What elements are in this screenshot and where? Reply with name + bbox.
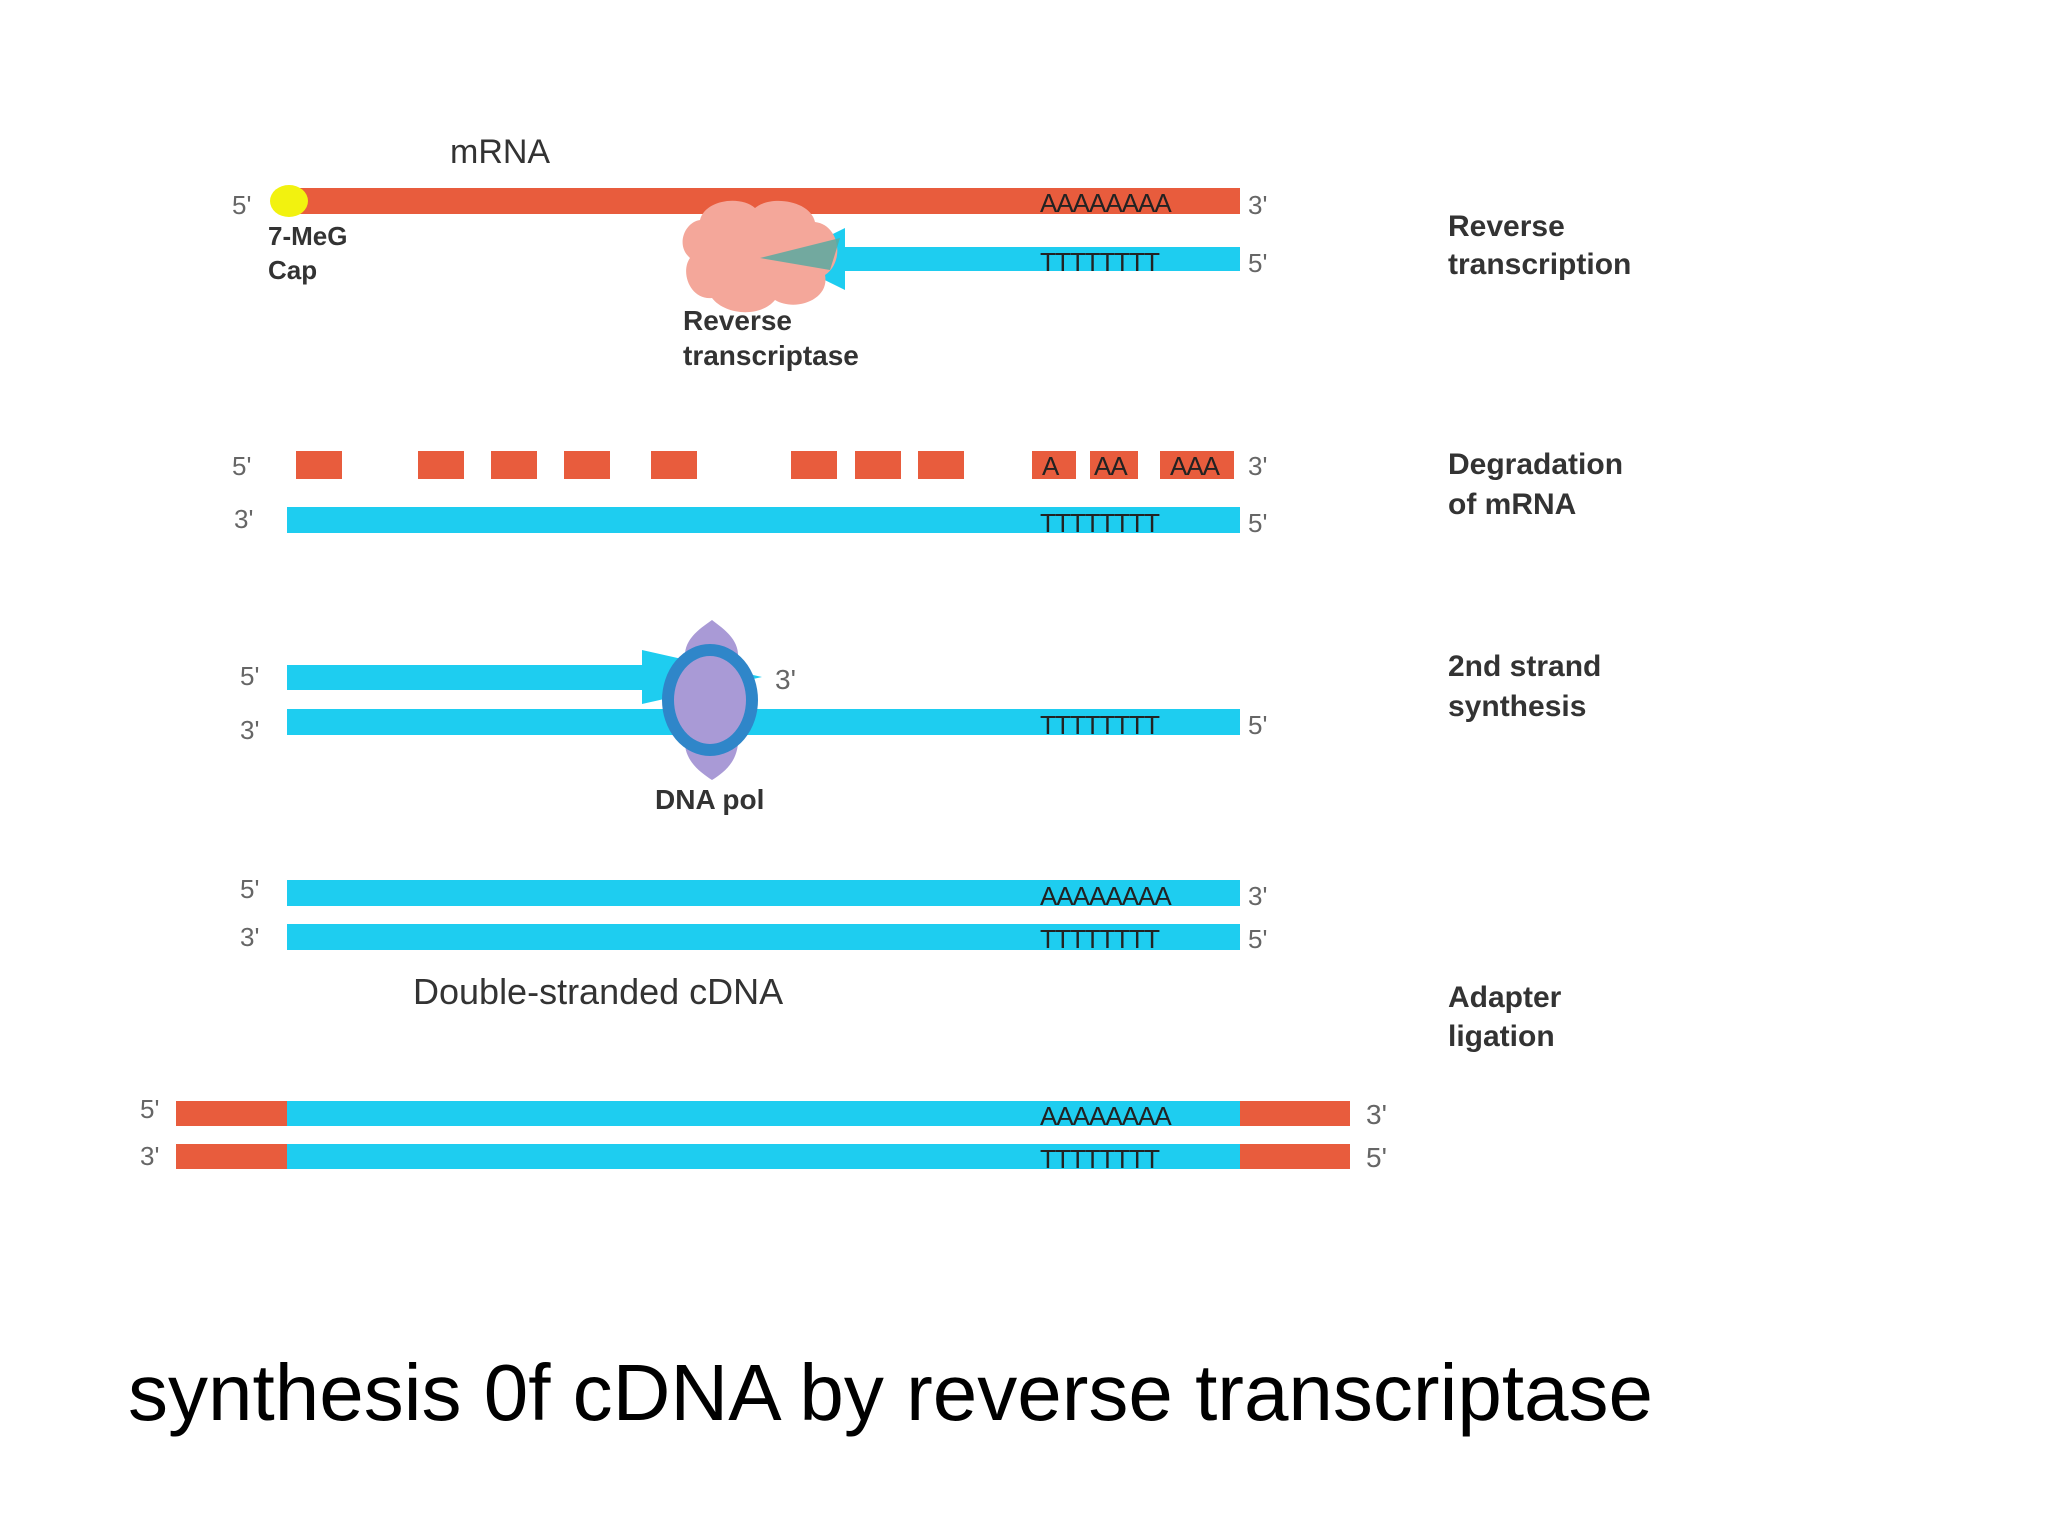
- step4-label-line1: Adapter: [1448, 981, 1562, 1014]
- step1-label-line2: transcription: [1448, 248, 1631, 281]
- step3-label-line1: 2nd strand: [1448, 650, 1601, 683]
- mrna-fragment: [791, 451, 837, 479]
- rt-label-line2: transcriptase: [683, 340, 859, 371]
- ds-top-3-prime: 3': [1248, 881, 1267, 911]
- template-strand-3: [287, 709, 1240, 735]
- adapter-bottom-polyt: TTTTTTTT: [1040, 1144, 1160, 1174]
- adapter-left-top: [176, 1101, 288, 1126]
- mrna-fragments: [296, 451, 1234, 479]
- step3-label-line2: synthesis: [1448, 690, 1586, 723]
- ds-bottom-polyt: TTTTTTTT: [1040, 924, 1160, 954]
- frag-seq-a2: AA: [1094, 451, 1128, 481]
- cdna-polyt-2: TTTTTTTT: [1040, 508, 1160, 538]
- adapter-top-3-prime: 3': [1366, 1099, 1387, 1130]
- step-reverse-transcription: mRNA 5' AAAAAAAA 3' 7-MeG Cap TTTTTTTT 5…: [232, 133, 1631, 371]
- template-polyt-3: TTTTTTTT: [1040, 710, 1160, 740]
- step-degradation: 5' A AA AAA 3' 3' TTTTTTTT 5' Degradatio…: [232, 448, 1623, 538]
- second-strand-cdna: [287, 665, 647, 690]
- mrna-5-prime: 5': [232, 190, 251, 220]
- rt-active-site: [760, 238, 840, 270]
- frag-seq-a3: AAA: [1170, 451, 1221, 481]
- template-5-prime: 5': [1248, 710, 1267, 740]
- step2-label-line2: of mRNA: [1448, 488, 1576, 521]
- frag-seq-a1: A: [1042, 451, 1060, 481]
- adapter-bottom-5-prime: 5': [1366, 1142, 1387, 1173]
- adapter-left-bottom: [176, 1144, 288, 1169]
- adapter-bottom-3-prime: 3': [140, 1141, 159, 1171]
- adapter-right-top: [1240, 1101, 1350, 1126]
- ds-top-polya: AAAAAAAA: [1040, 881, 1172, 911]
- cap-label-line2: Cap: [268, 255, 317, 285]
- ds-bottom-3-prime: 3': [240, 922, 259, 952]
- cdna-strand-2: [287, 507, 1240, 533]
- ds-top-5-prime: 5': [240, 874, 259, 904]
- cdna-3-prime-2: 3': [234, 504, 253, 534]
- ds-bottom-strand: [287, 924, 1240, 950]
- mrna-fragment: [855, 451, 901, 479]
- adapter-cdna-bottom: [287, 1144, 1240, 1169]
- adapter-cdna-top: [287, 1101, 1240, 1126]
- reverse-transcriptase-enzyme: [682, 200, 838, 313]
- step-second-strand: 5' 3' 3' TTTTTTTT 5' DNA pol 2nd strand …: [240, 620, 1601, 815]
- mrna-fragment-polya: [1032, 451, 1076, 479]
- mrna-polya: AAAAAAAA: [1040, 188, 1172, 218]
- cdna-polyt-1: TTTTTTTT: [1040, 247, 1160, 277]
- second-strand-3-prime: 3': [775, 664, 796, 695]
- mrna-fragment: [918, 451, 964, 479]
- mrna-fragment: [564, 451, 610, 479]
- mrna-fragment-polya: [1160, 451, 1234, 479]
- mrna-label: mRNA: [450, 133, 550, 171]
- first-strand-cdna: [845, 247, 1240, 271]
- mrna-fragment: [651, 451, 697, 479]
- step2-label-line1: Degradation: [1448, 448, 1623, 481]
- dnapol-label: DNA pol: [655, 784, 764, 815]
- cdna-5-prime-2: 5': [1248, 508, 1267, 538]
- frag-3-prime: 3': [1248, 451, 1267, 481]
- frag-5-prime: 5': [232, 451, 251, 481]
- dna-polymerase-ring: [662, 644, 758, 756]
- cap-7meg: [270, 185, 308, 217]
- step-adapter-ligated: 5' AAAAAAAA 3' 3' TTTTTTTT 5': [140, 1094, 1387, 1174]
- second-strand-5-prime: 5': [240, 661, 259, 691]
- step4-label-line2: ligation: [1448, 1020, 1555, 1053]
- slide-caption: synthesis 0f cDNA by reverse transcripta…: [128, 1348, 1653, 1437]
- ds-bottom-5-prime: 5': [1248, 924, 1267, 954]
- template-3-prime: 3': [240, 715, 259, 745]
- adapter-top-polya: AAAAAAAA: [1040, 1101, 1172, 1131]
- cap-label-line1: 7-MeG: [268, 221, 347, 251]
- mrna-fragment: [418, 451, 464, 479]
- adapter-top-5-prime: 5': [140, 1094, 159, 1124]
- mrna-fragment: [491, 451, 537, 479]
- step-double-stranded: 5' AAAAAAAA 3' 3' TTTTTTTT 5' Double-str…: [240, 874, 1562, 1053]
- mrna-3-prime: 3': [1248, 190, 1267, 220]
- ds-top-strand: [287, 880, 1240, 906]
- mrna-fragment: [296, 451, 342, 479]
- ds-cdna-label: Double-stranded cDNA: [413, 971, 783, 1012]
- step1-label-line1: Reverse: [1448, 210, 1565, 243]
- dna-polymerase-enzyme: [672, 620, 751, 780]
- mrna-fragment-polya: [1090, 451, 1138, 479]
- cdna-5-prime-1: 5': [1248, 248, 1267, 278]
- rt-label-line1: Reverse: [683, 305, 792, 336]
- adapter-right-bottom: [1240, 1144, 1350, 1169]
